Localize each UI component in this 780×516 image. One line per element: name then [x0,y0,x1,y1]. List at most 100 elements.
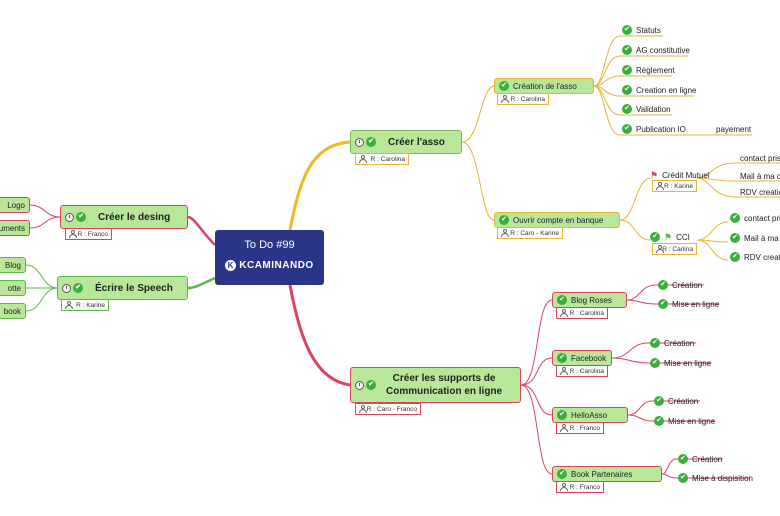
node-creation-asso[interactable]: ✔ Création de l'asso [494,78,594,94]
resp-label: R : Carolina [370,155,405,163]
resp-label: R : Carolina [569,367,604,375]
node-helloasso[interactable]: ✔HelloAsso [552,407,628,423]
node-documents[interactable]: uments [0,220,30,236]
resp-label: R : Caro - Karine [510,229,559,237]
node-label: uments [0,223,25,233]
clock-icon [65,212,74,222]
leaf-cci-rdv[interactable]: ✔RDV creati [730,251,780,263]
check-icon: ✔ [557,353,567,363]
check-icon: ✔ [557,295,567,305]
check-icon: ✔ [730,252,740,262]
flag-icon: ⚑ [650,169,659,180]
check-icon: ✔ [654,416,664,426]
leaf-facebook-mise-en-ligne[interactable]: ✔Mise en ligne [650,357,711,369]
leaf-statuts[interactable]: ✔Statuts [622,24,661,36]
node-label: Blog [4,260,21,270]
node-cci[interactable]: ✔⚑CCI [650,231,690,243]
leaf-ag[interactable]: ✔AG constitutive [622,44,690,56]
node-label: Crédit Mutuel [662,170,710,180]
root-title: To Do #99 [244,239,295,251]
user-icon [560,424,568,432]
node-logo[interactable]: Logo [0,197,30,213]
resp-creer-design: R : Franco [65,228,112,240]
node-credit-mutuel[interactable]: ⚑Crédit Mutuel [650,169,710,181]
clock-icon [62,283,71,293]
leaf-reglement[interactable]: ✔Règlement [622,64,675,76]
check-icon: ✔ [622,124,632,134]
node-blog[interactable]: Blog [0,257,26,273]
node-creer-design[interactable]: ✔ Créer le desing [60,205,188,229]
resp-creer-asso: R : Carolina [355,153,409,165]
leaf-label: Création [668,396,699,406]
leaf-cci-contact[interactable]: ✔contact pris [730,212,780,224]
leaf-cm-mail[interactable]: Mail à ma co [740,171,780,181]
node-ecrire-speech[interactable]: ✔ Écrire le Speech [57,276,188,300]
node-facebook[interactable]: ✔ Facebook [552,350,612,366]
resp-supports: R : Caro - Franco [355,403,421,415]
leaf-blog-roses-creation[interactable]: ✔Création [658,279,702,291]
node-label: Blog Roses [571,295,612,305]
check-icon: ✔ [499,81,509,91]
resp-label: R : Franco [569,483,600,491]
check-icon: ✔ [658,299,668,309]
check-icon: ✔ [658,280,668,290]
user-icon [560,483,568,491]
leaf-facebook-creation[interactable]: ✔Création [650,337,694,349]
leaf-label: Mise à dispisition [692,473,753,483]
leaf-book-creation[interactable]: ✔Création [678,453,722,465]
check-icon: ✔ [557,469,567,479]
leaf-cm-contact[interactable]: contact pris [740,153,780,163]
node-label: Book Partenaires [571,469,633,479]
user-icon [69,230,77,238]
resp-ecrire-speech: R : Karine [61,299,109,311]
node-cagnotte[interactable]: otte [0,280,26,296]
node-facebook-left[interactable]: book [0,303,26,319]
leaf-book-mise-a-disposition[interactable]: ✔ Mise à dispisition [678,472,753,484]
leaf-validation[interactable]: ✔Validation [622,103,671,115]
node-label: Logo [7,200,25,210]
check-icon: ✔ [730,233,740,243]
node-label: CCI [676,232,690,242]
check-icon: ✔ [678,473,688,483]
resp-label: R : Caro - Franco [366,405,417,413]
leaf-cci-mail[interactable]: ✔Mail à ma c [730,232,780,244]
resp-helloasso: R : Franco [556,422,604,434]
user-icon [656,245,667,253]
leaf-helloasso-mise-en-ligne[interactable]: ✔ Mise en ligne [654,415,715,427]
leaf-label: Statuts [636,25,661,35]
leaf-label: Mise en ligne [668,416,716,426]
leaf-cm-rdv[interactable]: RDV creation [740,187,780,197]
node-label: Création de l'asso [513,81,577,91]
resp-label: R : Karine [664,182,693,190]
leaf-paiement[interactable]: payement [716,124,752,134]
leaf-helloasso-creation[interactable]: ✔Création [654,395,698,407]
leaf-publication[interactable]: ✔Publication IO [622,123,686,135]
check-icon: ✔ [499,215,509,225]
leaf-label: Création [692,454,723,464]
node-creer-asso[interactable]: ✔ Créer l'asso [350,130,462,154]
resp-creation-asso: R : Carolina [497,93,549,105]
user-icon [656,182,665,190]
node-label: Ouvrir compte en banque [513,215,604,225]
leaf-label: contact pris [744,213,780,223]
leaf-creation-en-ligne[interactable]: ✔Creation en ligne [622,84,696,96]
check-icon: ✔ [650,338,660,348]
leaf-blog-roses-mise-en-ligne[interactable]: ✔Mise en ligne [658,298,719,310]
user-icon [65,301,74,309]
node-ouvrir-compte[interactable]: ✔ Ouvrir compte en banque [494,212,620,228]
node-label: Facebook [571,353,607,363]
leaf-label: Mise en ligne [664,358,712,368]
node-blog-roses[interactable]: ✔ Blog Roses [552,292,627,308]
node-book-partenaires[interactable]: ✔ Book Partenaires [552,466,662,482]
check-icon: ✔ [76,212,86,222]
clock-icon [355,380,364,390]
resp-cci: R : Carlina [652,243,697,255]
resp-blog-roses: R : Carolina [556,307,608,319]
user-icon [359,405,367,413]
check-icon: ✔ [622,104,632,114]
user-icon [501,95,509,103]
